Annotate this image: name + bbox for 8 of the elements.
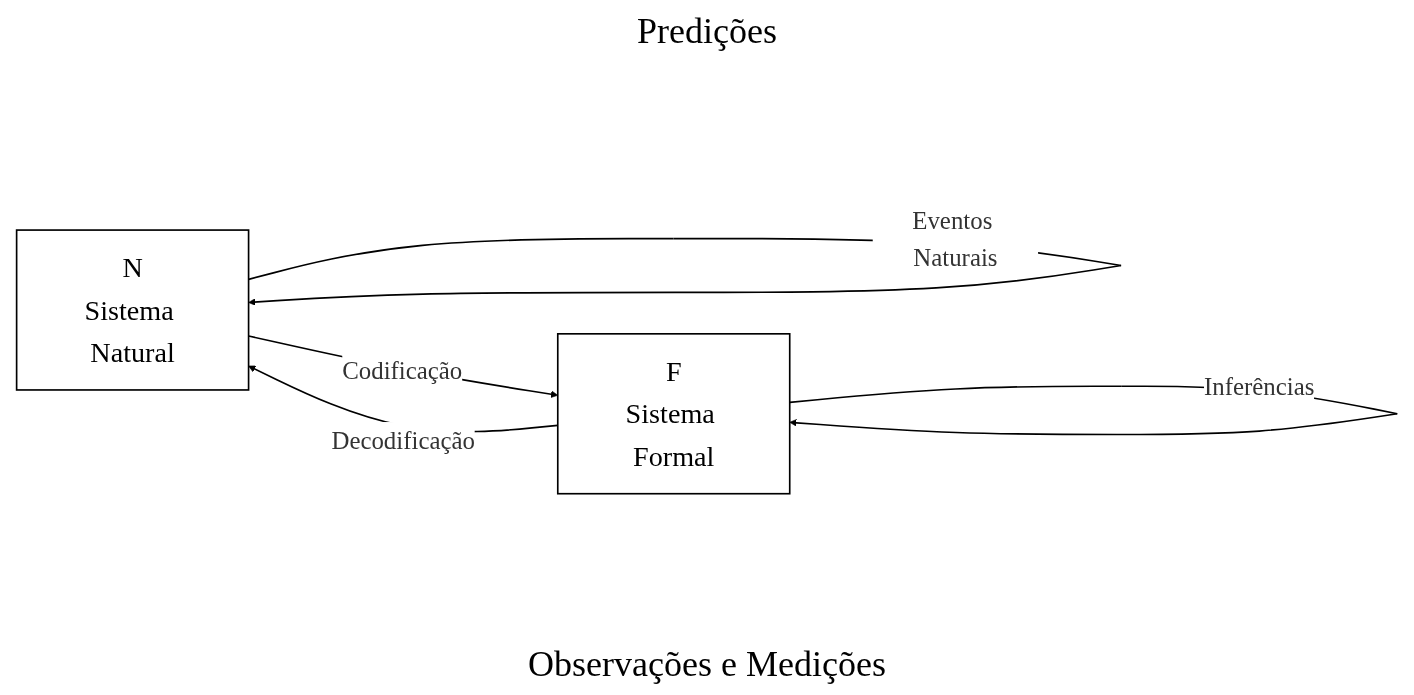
edge-label: Eventos Naturais [912,206,998,271]
node-box: N Sistema Natural [15,229,250,391]
edge-label: Inferências [1204,372,1315,400]
annotation-text: Predições [637,10,777,52]
annotation-text: Observações e Medições [528,643,886,685]
node-box: F Sistema Formal [556,333,791,495]
edge-label: Decodificação [331,427,475,455]
edge-label: Codificação [342,356,463,385]
